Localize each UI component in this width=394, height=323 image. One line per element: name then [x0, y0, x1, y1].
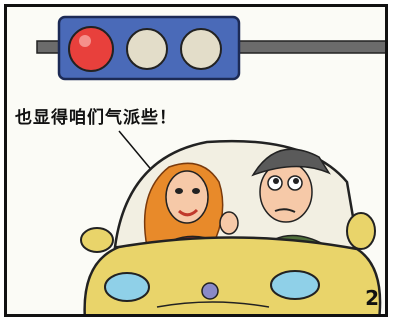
speech-text: 也显得咱们气派些！	[15, 108, 177, 128]
amber-light-off	[126, 28, 168, 70]
right-mirror	[346, 212, 376, 250]
right-headlight	[270, 270, 320, 300]
left-headlight	[104, 272, 150, 302]
left-mirror	[80, 227, 114, 253]
comic-panel: 也显得咱们气派些！ 2	[4, 4, 388, 317]
red-light	[68, 26, 114, 72]
man-cap	[251, 148, 331, 177]
panel-number: 2	[365, 286, 379, 310]
comic-illustration	[36, 15, 385, 314]
hood-emblem	[201, 282, 219, 300]
green-light-off	[180, 28, 222, 70]
